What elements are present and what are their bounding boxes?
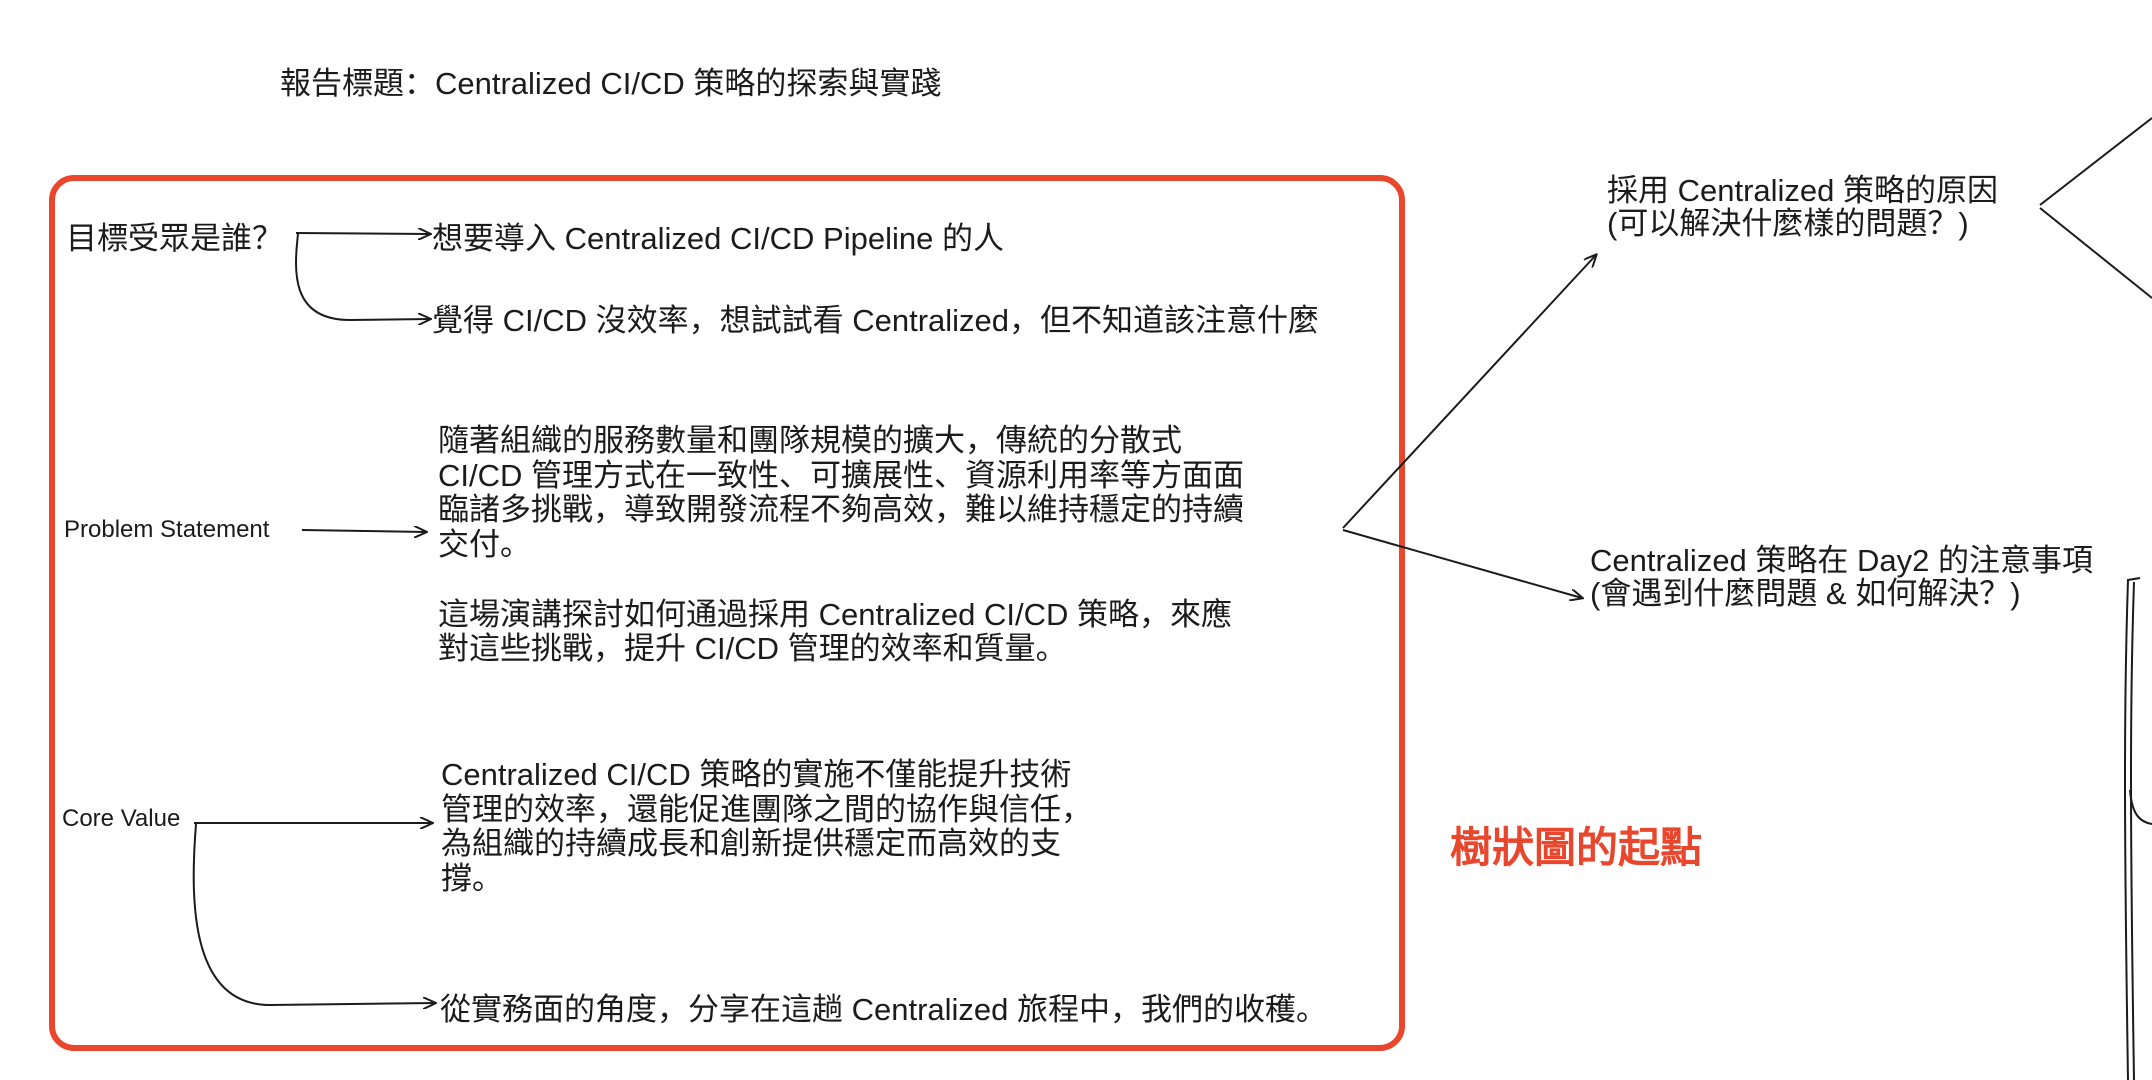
branch-arrow-day2 [1342, 529, 1582, 598]
focus-frame[interactable] [49, 175, 1405, 1051]
core-value-label: Core Value [62, 805, 181, 832]
problem-label: Problem Statement [64, 516, 270, 543]
audience-item-1: 想要導入 Centralized CI/CD Pipeline 的人 [432, 221, 1004, 256]
report-title: 報告標題：Centralized CI/CD 策略的探索與實踐 [280, 66, 942, 101]
tree-start-label: 樹狀圖的起點 [1450, 823, 1703, 872]
branch-line-vertical [2124, 577, 2141, 1080]
core-value-arrow-2 [192, 823, 435, 1005]
problem-text: 隨著組織的服務數量和團隊規模的擴大，傳統的分散式 CI/CD 管理方式在一致性、… [438, 423, 1244, 667]
problem-arrow [301, 530, 426, 532]
branch-node-reason[interactable]: 採用 Centralized 策略的原因 (可以解決什麼樣的問題？) [1607, 173, 1999, 241]
branch-line-hook [2129, 789, 2152, 825]
branch-arrow-reason [1342, 255, 1596, 529]
audience-arrow-1 [295, 233, 430, 234]
audience-arrow-2 [295, 233, 430, 320]
branch-line-vertical-2 [2130, 581, 2135, 1080]
core-value-text: Centralized CI/CD 策略的實施不僅能提升技術 管理的效率，還能促… [441, 757, 1092, 897]
audience-item-2: 覺得 CI/CD 沒效率，想試試看 Centralized，但不知道該注意什麼 [432, 303, 1320, 338]
core-value-second: 從實務面的角度，分享在這趟 Centralized 旅程中，我們的收穫。 [440, 992, 1328, 1027]
branch-line-upper [2039, 117, 2152, 206]
audience-label: 目標受眾是誰？ [66, 221, 283, 256]
branch-line-lower [2039, 207, 2152, 299]
branch-node-day2[interactable]: Centralized 策略在 Day2 的注意事項 (會遇到什麼問題 & 如何… [1590, 543, 2094, 611]
